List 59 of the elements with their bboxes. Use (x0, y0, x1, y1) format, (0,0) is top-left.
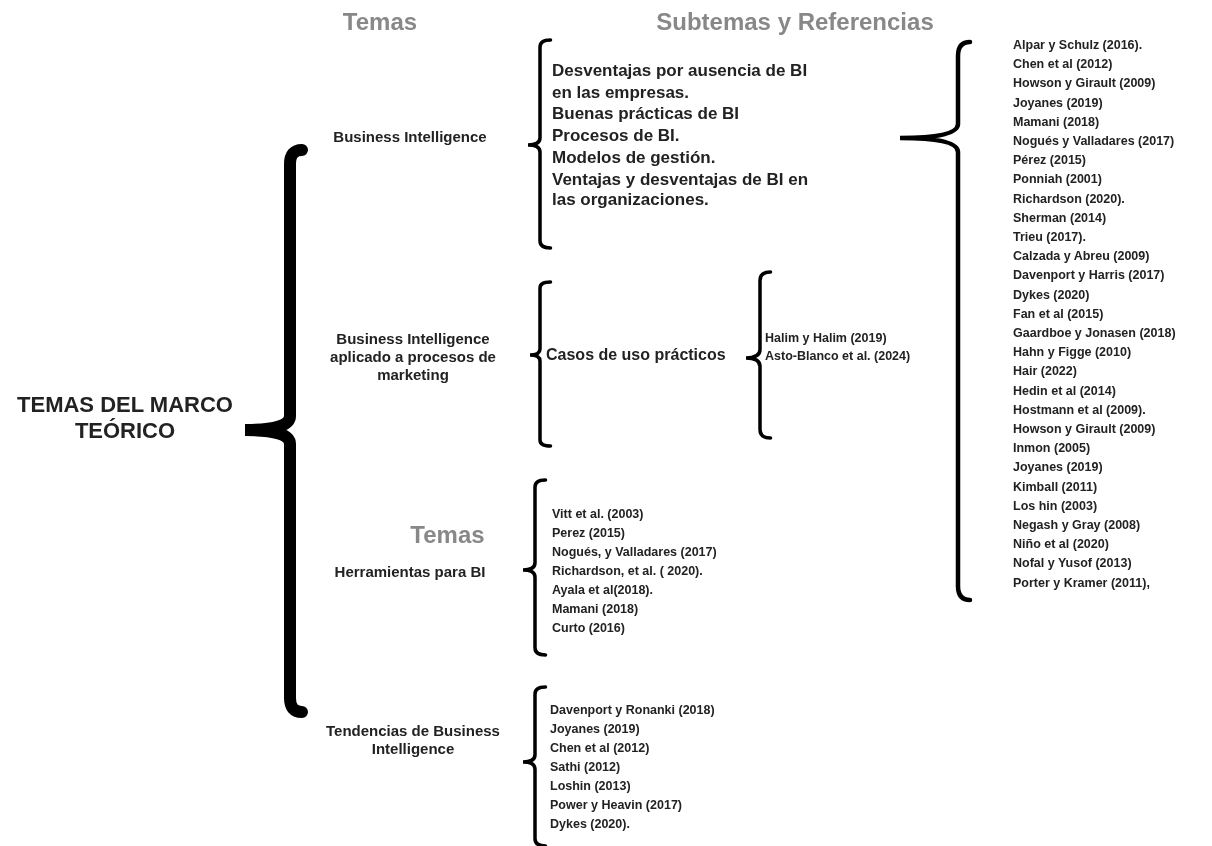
reference-text: Mamani (2018) (552, 602, 640, 617)
subtopic-text: Buenas prácticas de BI (552, 104, 741, 125)
reference-text: Richardson, et al. ( 2020). (552, 564, 704, 579)
reference-text: Nogués, y Valladares (2017) (552, 545, 718, 560)
reference-text: Curto (2016) (552, 621, 626, 636)
reference-text: Gaardboe y Jonasen (2018) (1013, 326, 1177, 341)
column-heading: Temas (409, 521, 486, 550)
reference-text: Howson y Girault (2009) (1013, 76, 1157, 92)
topic-label: Tendencias de Business Intelligence (325, 722, 501, 758)
reference-text: Calzada y Abreu (2009) (1013, 249, 1151, 265)
reference-text: Perez (2015) (552, 526, 626, 541)
reference-text: Negash y Gray (2008) (1013, 518, 1142, 533)
reference-text: Hahn y Figge (2010) (1013, 345, 1133, 361)
reference-text: Loshin (2013) (550, 779, 632, 794)
column-heading: Subtemas y Referencias (655, 8, 935, 37)
subtopic-text: Procesos de BI. (552, 126, 681, 147)
reference-text: Davenport y Ronanki (2018) (550, 703, 716, 718)
reference-text: Nogués y Valladares (2017) (1013, 134, 1176, 149)
column-heading: Temas (341, 8, 419, 37)
reference-text: Chen et al (2012) (1013, 57, 1114, 73)
reference-text: Halim y Halim (2019) (765, 331, 888, 346)
reference-text: Hostmann et al (2009). (1013, 402, 1147, 418)
reference-text: Joyanes (2019) (550, 722, 641, 737)
reference-text: Dykes (2020). (550, 817, 631, 832)
reference-text: Dykes (2020) (1013, 287, 1091, 303)
reference-text: Sherman (2014) (1013, 210, 1108, 226)
reference-text: Pérez (2015) (1013, 153, 1087, 169)
reference-text: Alpar y Schulz (2016). (1013, 38, 1144, 53)
subtopic-text: Desventajas por ausencia de BI en las empresas. (552, 60, 809, 104)
reference-text: Trieu (2017). (1013, 230, 1087, 245)
reference-text: Joyanes (2019) (1013, 95, 1104, 111)
reference-text: Porter y Kramer (2011), (1013, 575, 1151, 591)
reference-text: Nofal y Yusof (2013) (1013, 556, 1133, 572)
reference-text: Joyanes (2019) (1013, 460, 1104, 476)
reference-text: Fan et al (2015) (1013, 306, 1105, 322)
topic-label: Business Intelligence aplicado a procesos de marketing (329, 330, 497, 384)
reference-text: Kimball (2011) (1013, 479, 1099, 495)
reference-text: Mamani (2018) (1013, 114, 1101, 130)
reference-text: Inmon (2005) (1013, 441, 1092, 457)
reference-text: Asto-Blanco et al. (2024) (765, 349, 912, 364)
reference-text: Power y Heavin (2017) (550, 798, 683, 813)
reference-text: Davenport y Harris (2017) (1013, 268, 1166, 284)
reference-text: Sathi (2012) (550, 760, 622, 775)
reference-text: Ponniah (2001) (1013, 172, 1103, 188)
subtopic-text: Ventajas y desventajas de BI en las organizaciones. (552, 170, 810, 211)
reference-text: Hedin et al (2014) (1013, 383, 1117, 399)
subtopic-text: Casos de uso prácticos (546, 345, 727, 365)
reference-text: Vitt et al. (2003) (552, 507, 645, 522)
topic-label: Herramientas para BI (333, 563, 487, 581)
reference-text: Howson y Girault (2009) (1013, 422, 1157, 437)
reference-text: Hair (2022) (1013, 364, 1078, 380)
reference-text: Richardson (2020). (1013, 191, 1126, 207)
reference-text: Los hin (2003) (1013, 498, 1099, 514)
reference-text: Ayala et al(2018). (552, 583, 654, 598)
reference-text: Niño et al (2020) (1013, 537, 1110, 553)
subtopic-text: Modelos de gestión. (552, 148, 717, 169)
main-title: TEMAS DEL MARCO TEÓRICO (16, 392, 234, 445)
topic-label: Business Intelligence (332, 128, 488, 146)
reference-text: Chen et al (2012) (550, 741, 651, 756)
